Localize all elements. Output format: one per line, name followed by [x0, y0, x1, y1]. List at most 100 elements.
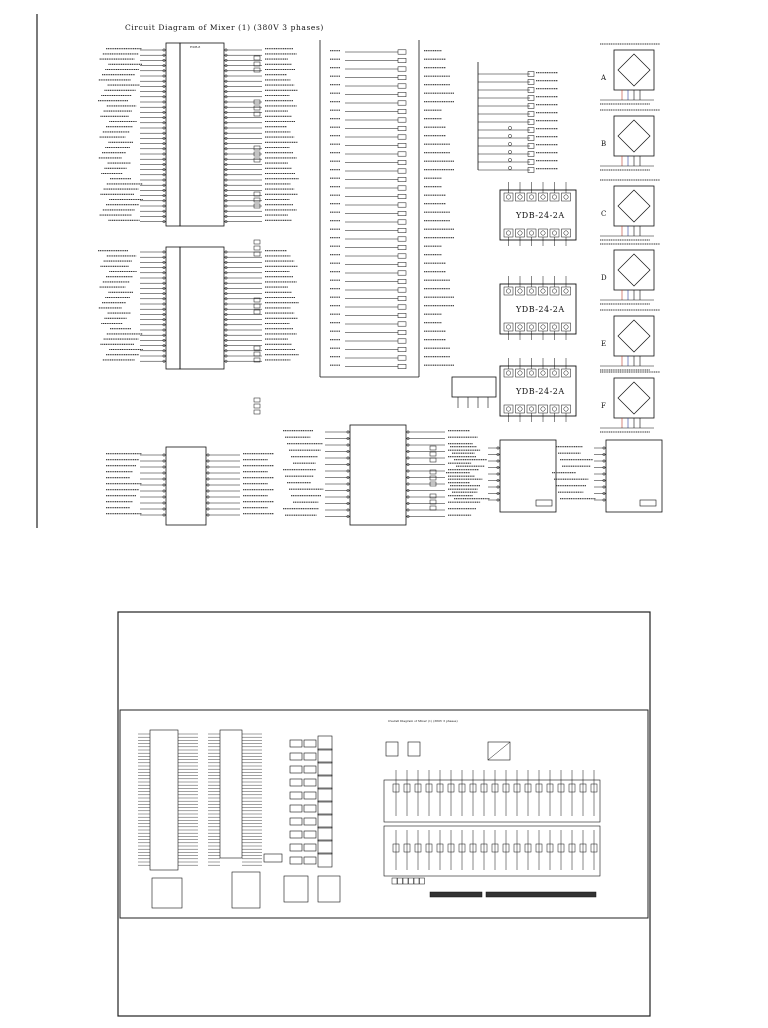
terminal-circle	[162, 255, 166, 259]
terminal-circle	[162, 209, 166, 213]
terminal-box	[397, 330, 407, 335]
mini-terminal	[391, 877, 398, 885]
sensor-id-label: A	[600, 74, 607, 82]
relay-module-body	[179, 42, 225, 227]
screw-head	[552, 370, 557, 376]
mini-contactor	[546, 843, 554, 853]
terminal-circle	[162, 183, 166, 187]
terminal-box	[397, 304, 407, 310]
terminal-circle	[162, 162, 166, 166]
main-wiring-column	[319, 40, 454, 378]
terminal-circle	[496, 459, 500, 463]
screw-head	[506, 194, 511, 200]
terminal-circle	[162, 286, 166, 290]
terminal-circle	[162, 333, 166, 337]
terminal-circle	[346, 469, 350, 473]
bridge-diamond	[617, 381, 651, 415]
screw-terminal	[538, 228, 548, 238]
screw-head	[517, 324, 523, 330]
mini-sensor	[317, 748, 333, 764]
terminal-box	[397, 126, 407, 131]
mini-contactor	[392, 843, 400, 853]
relay-contact	[253, 239, 261, 245]
screw-head	[552, 324, 557, 330]
terminal-circle	[162, 105, 166, 109]
sensor-frame	[613, 377, 655, 419]
terminal-circle	[224, 95, 228, 99]
terminal-circle	[508, 158, 512, 162]
screw-head	[563, 406, 569, 412]
mini-relay	[303, 778, 317, 787]
mini-contactor	[557, 783, 565, 793]
bridge-diamond	[617, 119, 651, 153]
screw-terminal	[561, 192, 571, 202]
terminal-circle	[206, 489, 210, 493]
sensor-frame	[613, 315, 655, 357]
mini-sensor	[317, 774, 333, 790]
terminal-box	[397, 58, 407, 63]
terminal-box	[397, 143, 407, 148]
mini-relay	[289, 752, 303, 761]
mini-terminal	[419, 877, 425, 885]
terminal-circle	[406, 476, 410, 479]
screw-head	[563, 194, 569, 200]
input-wire-group	[98, 48, 166, 224]
terminal-circle	[162, 110, 166, 114]
small-terminal-block	[451, 376, 497, 408]
io-module-6	[552, 439, 663, 513]
terminal-circle	[162, 250, 166, 254]
screw-terminal	[503, 404, 514, 414]
hub-wiring	[477, 62, 558, 173]
terminal-circle	[224, 266, 228, 270]
terminal-box	[527, 135, 535, 141]
output-wire-group	[224, 48, 437, 511]
terminal-circle	[162, 121, 166, 125]
terminal-circle	[224, 126, 228, 130]
terminal-circle	[224, 178, 228, 182]
relay-board	[499, 283, 577, 335]
sensor-frame	[613, 49, 655, 91]
terminal-circle	[508, 126, 512, 130]
terminal-strip	[165, 42, 181, 227]
mini-terminal	[402, 877, 409, 885]
terminal-box	[397, 296, 407, 301]
screw-head	[529, 406, 534, 412]
mini-relay	[303, 830, 317, 839]
screw-head	[540, 194, 546, 200]
sensor-frame	[613, 185, 655, 227]
screw-head	[540, 370, 546, 376]
mini-contactor	[469, 843, 477, 853]
mini-terminal-strip	[149, 729, 179, 871]
screw-terminal	[526, 228, 537, 238]
terminal-circle	[224, 276, 228, 280]
mini-sensor	[317, 735, 333, 751]
terminal-circle	[162, 157, 166, 161]
terminal-box	[397, 75, 407, 80]
mini-contactor	[546, 783, 554, 793]
wire	[487, 741, 511, 761]
relay-board-model: YDB-24-2A	[515, 387, 565, 396]
terminal-circle	[162, 465, 166, 469]
mini-relay	[303, 856, 317, 865]
terminal-circle	[496, 446, 500, 450]
terminal-circle	[224, 173, 228, 177]
terminal-circle	[406, 463, 410, 466]
relay-contact	[253, 357, 261, 363]
terminal-circle	[162, 297, 166, 301]
terminal-circle	[224, 110, 228, 114]
mini-relay	[303, 765, 317, 774]
mini-contactor	[447, 843, 455, 853]
module-body	[499, 439, 557, 513]
relay-module-body	[179, 246, 225, 370]
relay-contact	[253, 409, 261, 415]
terminal-circle	[496, 492, 500, 495]
screw-terminal	[503, 368, 514, 378]
relay-contact	[429, 505, 437, 511]
relay-contact	[253, 297, 261, 303]
terminal-circle	[224, 209, 228, 213]
wiring-rows	[330, 49, 454, 369]
mini-terminal-row	[485, 891, 597, 898]
relay-contact	[253, 203, 261, 209]
mini-contactor	[535, 843, 543, 853]
screw-terminal	[503, 286, 514, 296]
